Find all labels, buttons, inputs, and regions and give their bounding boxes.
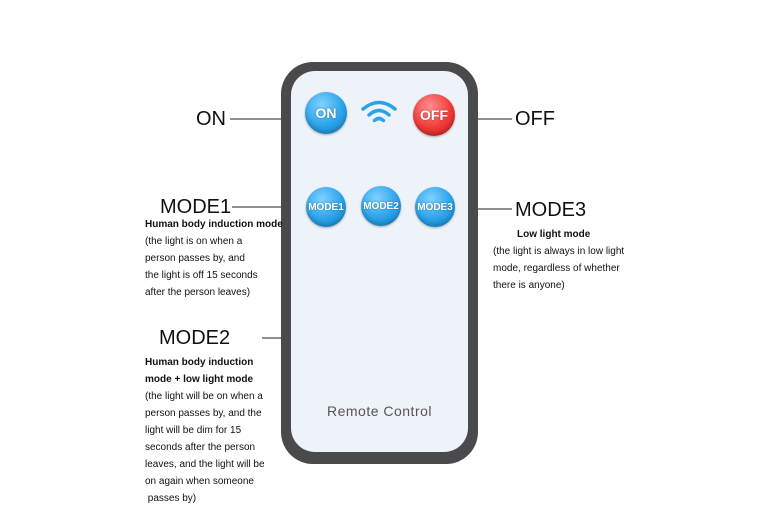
mode1-description: Human body induction mode (the light is … [145,216,283,301]
mode1-line: (the light is on when a [145,236,243,247]
mode2-line: light will be dim for 15 [145,425,242,436]
on-button[interactable]: ON [305,92,347,134]
on-button-label: ON [315,105,337,121]
mode1-button[interactable]: MODE1 [306,187,346,227]
mode3-heading: Low light mode [517,229,591,240]
off-button-label: OFF [420,107,448,123]
mode1-callout-label: MODE1 [160,196,232,218]
mode3-line: (the light is always in low light [493,246,625,257]
mode2-line: passes by) [145,493,197,504]
mode3-button[interactable]: MODE3 [415,187,455,227]
mode1-line: person passes by, and [145,253,245,264]
off-button[interactable]: OFF [413,94,455,136]
remote-brand-label: Remote Control [326,403,433,419]
on-callout-label: ON [196,108,226,130]
mode2-line: person passes by, and the [145,408,262,419]
mode1-line: after the person leaves) [145,287,251,298]
mode2-button[interactable]: MODE2 [361,186,401,226]
mode1-line: the light is off 15 seconds [145,270,258,281]
mode3-callout-label: MODE3 [515,199,587,221]
mode3-button-label: MODE3 [417,201,453,213]
mode3-line: there is anyone) [493,280,565,291]
mode3-description: Low light mode (the light is always in l… [493,226,624,294]
mode2-heading-2: mode + low light mode [145,374,254,385]
mode2-line: (the light will be on when a [145,391,263,402]
mode2-description: Human body induction mode + low light mo… [145,354,265,507]
mode1-heading: Human body induction mode [145,219,283,230]
mode2-button-label: MODE2 [363,200,399,212]
mode2-line: on again when someone [145,476,254,487]
mode2-line: leaves, and the light will be [145,459,265,470]
mode2-line: seconds after the person [145,442,256,453]
mode2-heading-1: Human body induction [145,357,254,368]
mode3-line: mode, regardless of whether [493,263,620,274]
mode1-button-label: MODE1 [308,201,344,213]
wifi-signal-icon [361,100,397,123]
mode2-callout-label: MODE2 [159,327,231,349]
off-callout-label: OFF [515,108,555,130]
